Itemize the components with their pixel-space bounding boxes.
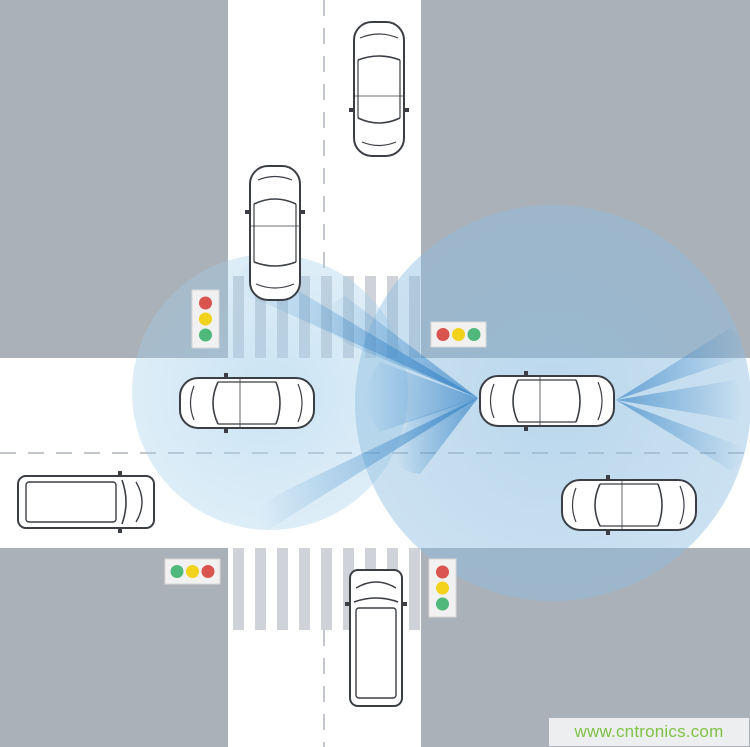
traffic-light-ne	[430, 321, 487, 348]
sensor-beams	[235, 262, 747, 530]
watermark-text: www.cntronics.com	[549, 718, 749, 746]
center-west-car	[179, 372, 315, 434]
south-van	[344, 569, 408, 707]
north-lane-car	[244, 165, 306, 301]
east-car	[561, 474, 697, 536]
west-van	[17, 470, 155, 534]
north-car	[348, 21, 410, 157]
traffic-light-sw	[164, 558, 221, 585]
ego-car	[479, 370, 615, 432]
traffic-light-se	[428, 558, 457, 618]
traffic-light-nw	[191, 289, 220, 349]
